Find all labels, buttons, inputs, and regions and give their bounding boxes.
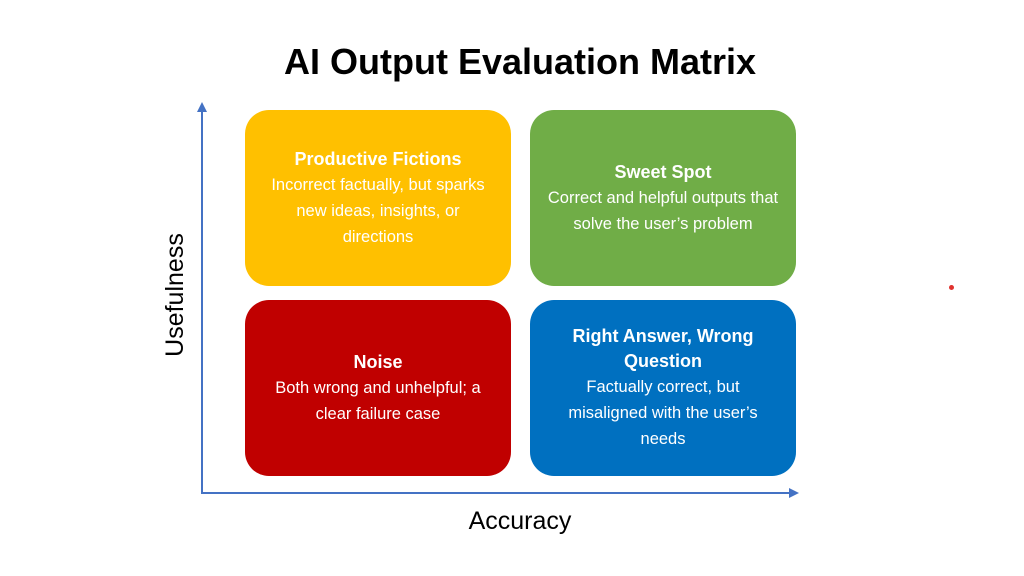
red-dot [949, 285, 954, 290]
quadrant-description: Factually correct, but misaligned with t… [568, 378, 758, 448]
x-axis-label: Accuracy [468, 507, 572, 535]
quadrant-description: Correct and helpful outputs that solve t… [547, 188, 779, 233]
quadrant-right-answer-wrong-question: Right Answer, Wrong Question Factually c… [530, 300, 796, 476]
quadrant-noise: Noise Both wrong and unhelpful; a clear … [245, 300, 511, 476]
y-axis-label: Usefulness [161, 233, 189, 357]
quadrant-title: Right Answer, Wrong Question [572, 326, 754, 371]
quadrant-title: Sweet Spot [614, 161, 712, 182]
quadrant-title: Noise [353, 351, 403, 372]
quadrant-title: Productive Fictions [294, 148, 462, 169]
quadrant-description: Incorrect factually, but sparks new idea… [271, 175, 485, 246]
quadrant-description: Both wrong and unhelpful; a clear failur… [275, 378, 481, 423]
quadrant-productive-fictions: Productive Fictions Incorrect factually,… [245, 110, 511, 286]
quadrant-sweet-spot: Sweet Spot Correct and helpful outputs t… [530, 110, 796, 286]
page-title: AI Output Evaluation Matrix [283, 41, 757, 82]
